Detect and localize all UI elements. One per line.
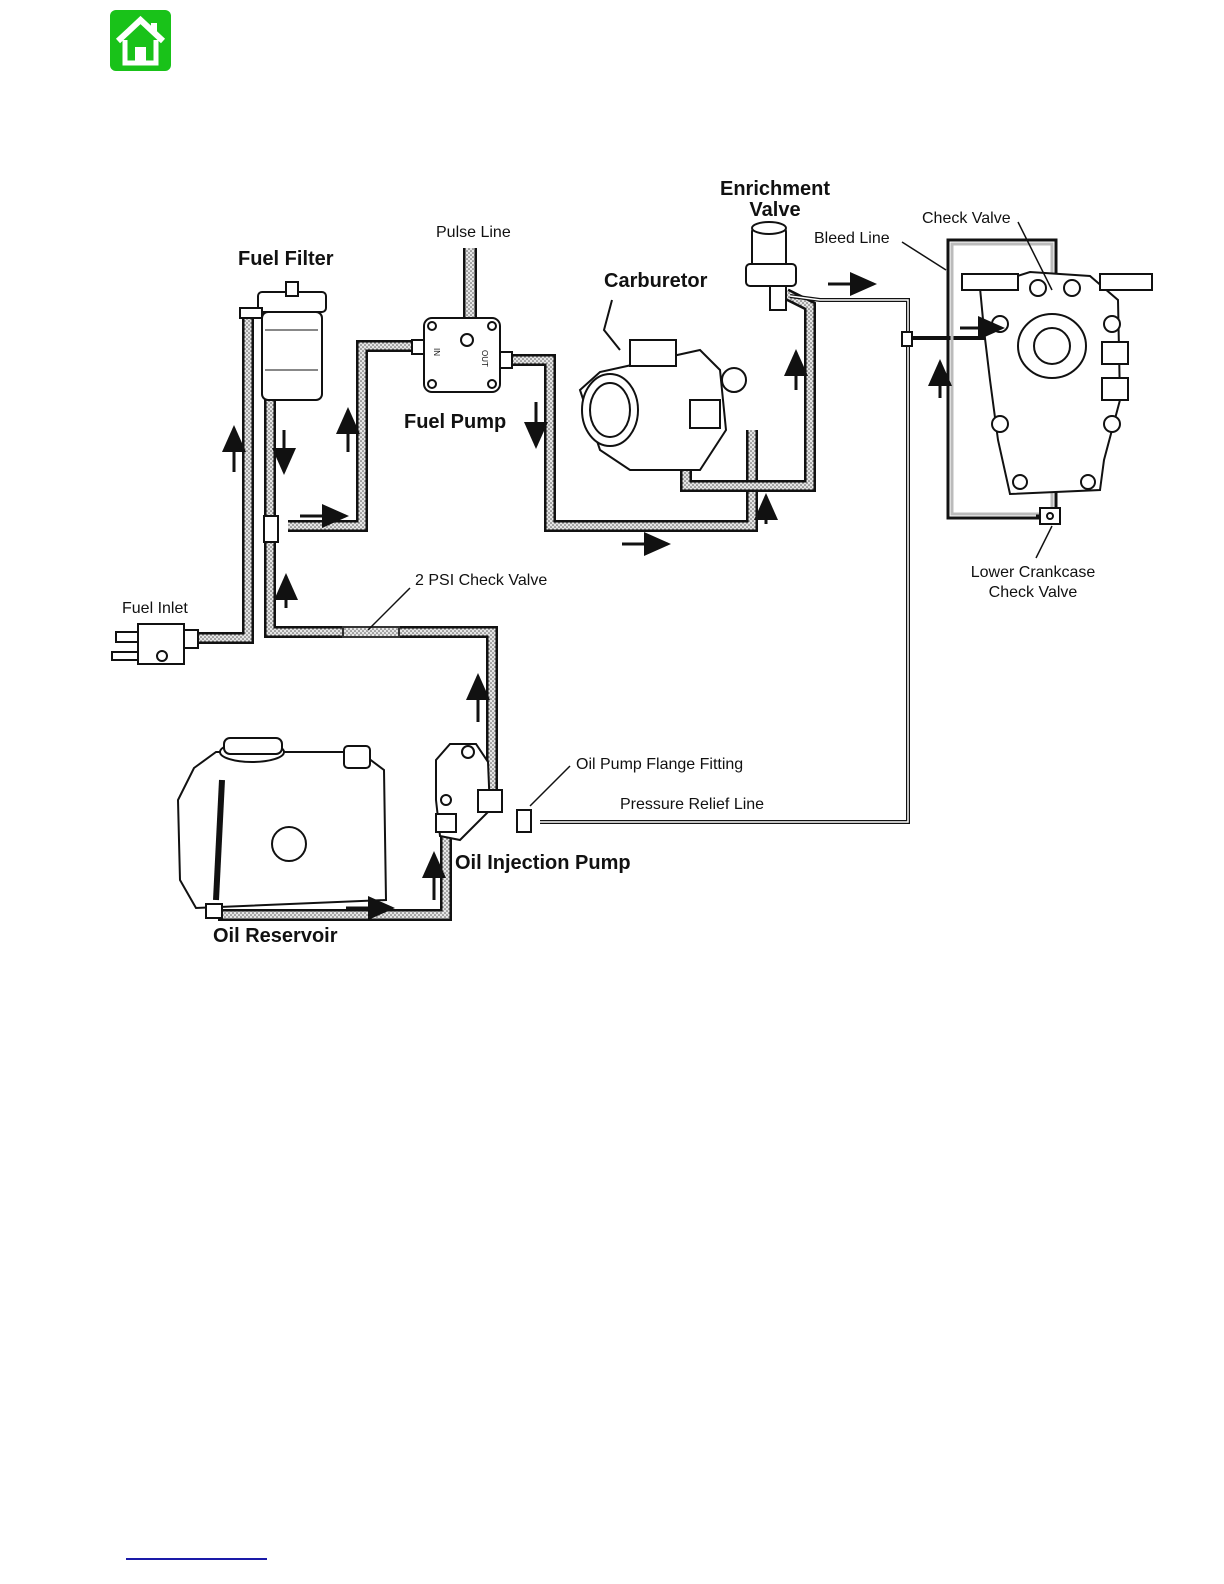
bleed-line-label: Bleed Line xyxy=(814,230,890,247)
pump-in-label: IN xyxy=(432,348,441,356)
oil-reservoir xyxy=(178,738,386,918)
fuel-pump xyxy=(412,318,512,392)
fuel-pump-label: Fuel Pump xyxy=(404,411,506,433)
oil-pump-flange-fitting xyxy=(517,810,531,832)
oil-reservoir-label: Oil Reservoir xyxy=(213,925,338,947)
fuel-filter-label: Fuel Filter xyxy=(238,248,334,270)
enrichment-valve-label: Enrichment xyxy=(720,178,830,200)
check-valve-label: Check Valve xyxy=(922,210,1011,227)
crankcase xyxy=(962,272,1152,524)
lower-crankcase-check-valve-label-2: Check Valve xyxy=(989,584,1078,601)
enrichment-valve-label-2: Valve xyxy=(749,199,800,221)
psi-check-valve-label: 2 PSI Check Valve xyxy=(415,572,547,589)
pulse-line-label: Pulse Line xyxy=(436,224,511,241)
carburetor-label: Carburetor xyxy=(604,270,708,292)
footer-rule xyxy=(126,1558,267,1560)
pump-out-label: OUT xyxy=(480,350,489,367)
carburetor xyxy=(580,300,746,470)
fuel-tee xyxy=(264,516,278,542)
fuel-inlet-label: Fuel Inlet xyxy=(122,600,188,617)
bleed-tee xyxy=(902,332,912,346)
pressure-relief-line-label: Pressure Relief Line xyxy=(620,796,764,813)
oil-injection-pump-label: Oil Injection Pump xyxy=(455,852,631,874)
oil-fuel-system-diagram: IN OUT xyxy=(0,0,1224,1000)
lower-crankcase-check-valve-label: Lower Crankcase xyxy=(971,564,1096,581)
oil-pump-flange-fitting-label: Oil Pump Flange Fitting xyxy=(576,756,743,773)
fuel-inlet-fitting xyxy=(112,624,198,664)
